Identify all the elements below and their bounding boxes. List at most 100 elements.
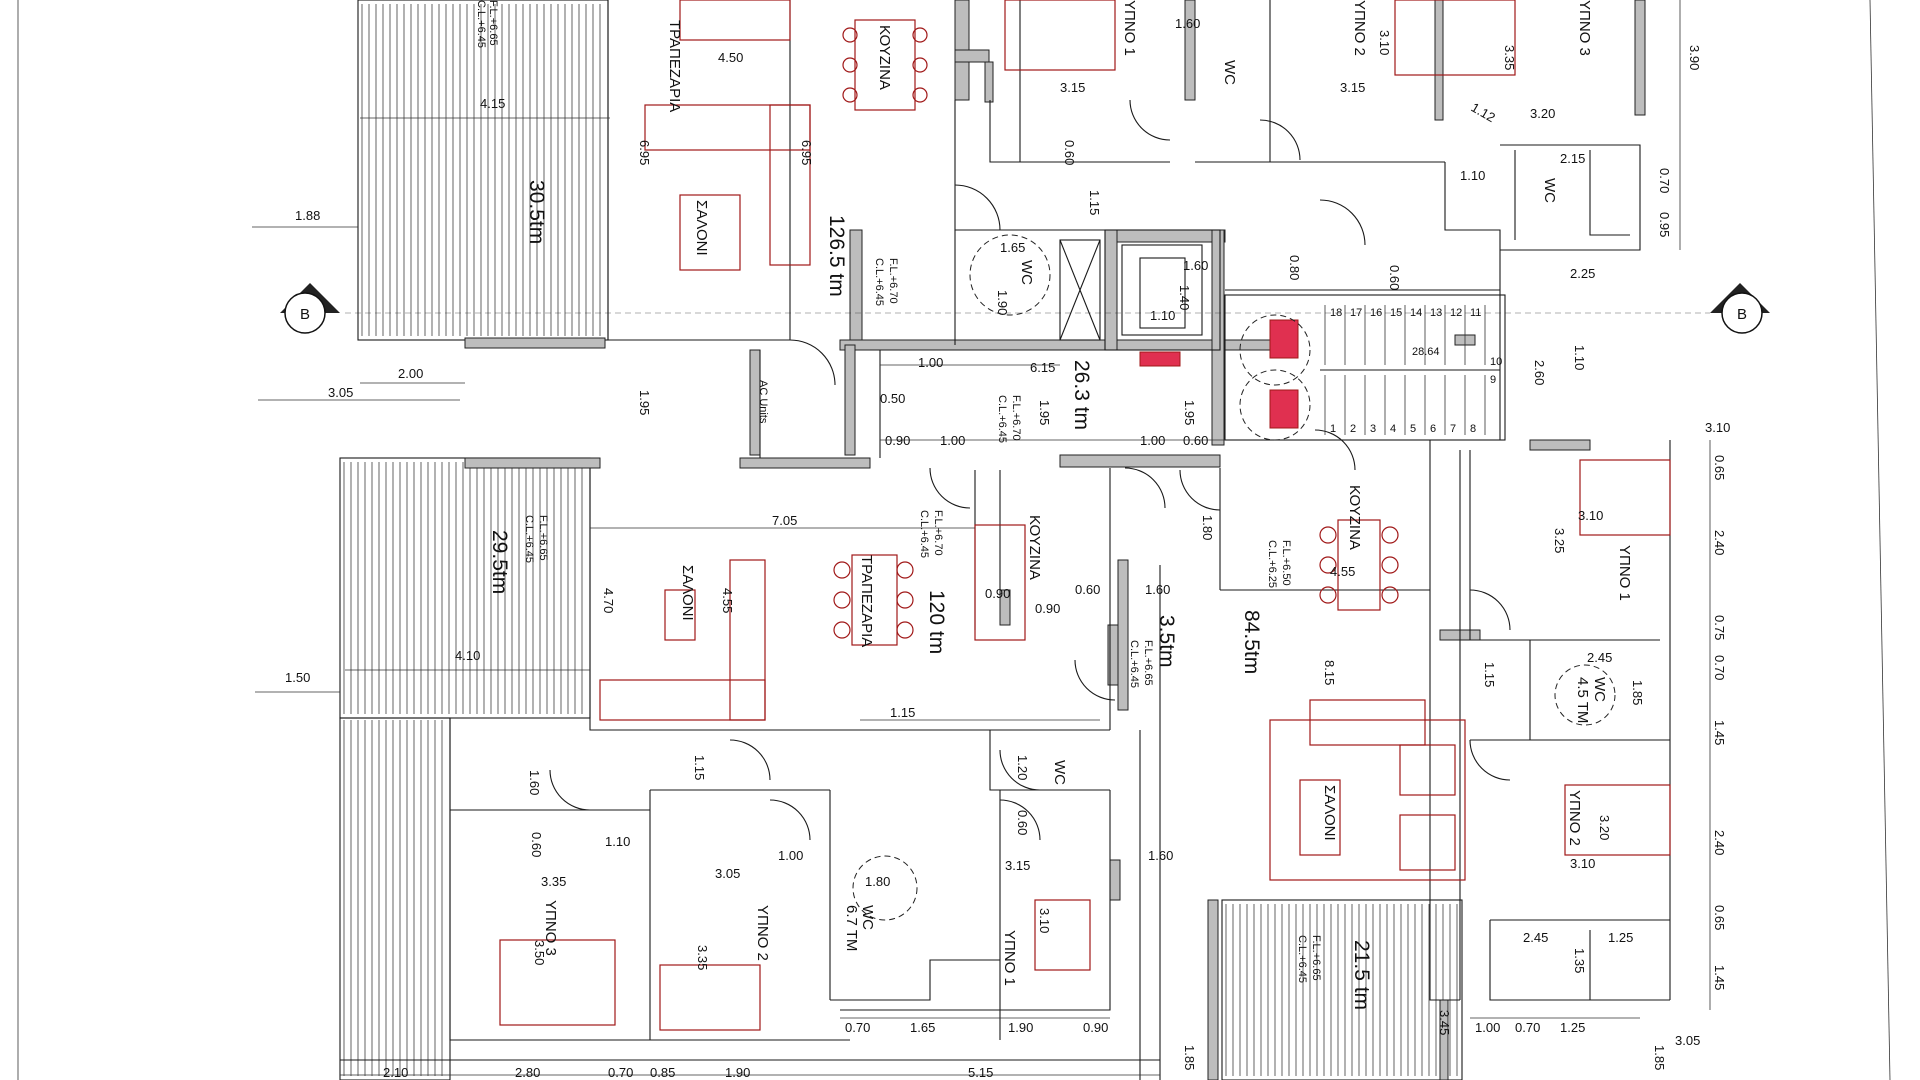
room-label-kitchen-mid: ΚΟΥΖΙΝΑ (1026, 515, 1043, 580)
dimension-label: 0.60 (1183, 433, 1208, 448)
stair-number: 1 (1330, 423, 1336, 435)
room-label-dining-mid: ΤΡΑΠΕΖΑΡΙΑ (858, 555, 875, 647)
dimension-label: 1.00 (1140, 433, 1165, 448)
dimension-label: 0.90 (885, 433, 910, 448)
dimension-label: 1.80 (1200, 515, 1215, 540)
dimension-label: 1.10 (1460, 168, 1485, 183)
stair-number: 5 (1410, 423, 1416, 435)
dimension-label: 1.88 (295, 208, 320, 223)
stair-number: 14 (1410, 307, 1422, 319)
dimension-label: 2.80 (515, 1065, 540, 1080)
dimension-label: 1.90 (995, 290, 1010, 315)
dimension-label: 3.10 (1570, 856, 1595, 871)
area-label-apt-right: 84.5tm (1240, 610, 1263, 674)
stair-number: 2 (1350, 423, 1356, 435)
dimension-label: 1.25 (1608, 930, 1633, 945)
area-label-small-room: 3.5tm (1155, 615, 1178, 668)
dimension-label: 0.70 (1657, 168, 1672, 193)
dimension-labels: 4.15 4.50 1.88 2.00 3.05 1.95 0.50 0.90 … (285, 16, 1730, 1080)
walls (464, 0, 1646, 1080)
dimension-label: 3.20 (1530, 106, 1555, 121)
dimension-label: 1.20 (1015, 755, 1030, 780)
dimension-label: 2.60 (1532, 360, 1547, 385)
dimension-label: 7.05 (772, 513, 797, 528)
dimension-label: 28.64 (1412, 346, 1440, 358)
room-label-wc-top-right: WC (1541, 178, 1558, 203)
dimension-label: 3.15 (1340, 80, 1365, 95)
room-label-kitchen-top: ΚΟΥΖΙΝΑ (876, 25, 893, 90)
dimension-label: 4.15 (480, 96, 505, 111)
dimension-label: 1.90 (725, 1065, 750, 1080)
room-label-wc-area-bottom: 6.7 TM (843, 905, 860, 951)
dimension-label: 1.00 (940, 433, 965, 448)
veranda-top-left (357, 0, 609, 341)
room-label-bedroom1-right: ΥΠΝΟ 1 (1616, 545, 1633, 601)
dimension-label: 1.00 (1475, 1020, 1500, 1035)
level-ceiling: C.L.+6.45 (475, 0, 487, 48)
dimension-label: 4.70 (601, 588, 616, 613)
dimension-label: 0.90 (985, 586, 1010, 601)
dimension-label: 1.00 (778, 848, 803, 863)
stair-number: 10 (1490, 356, 1502, 368)
dimension-label: 0.75 (1712, 615, 1727, 640)
dimension-label: 0.60 (1062, 140, 1077, 165)
dimension-label: 1.60 (1145, 582, 1170, 597)
dimension-label: 3.05 (715, 866, 740, 881)
section-marker-right: B (1710, 283, 1770, 334)
level-ceiling: C.L.+6.45 (996, 395, 1008, 443)
stair-number: 8 (1470, 423, 1476, 435)
level-floor: F.L.+6.70 (887, 258, 899, 304)
room-label-bedroom2-right: ΥΠΝΟ 2 (1566, 790, 1583, 846)
level-floor: F.L.+6.65 (1142, 640, 1154, 686)
section-marker-label: B (300, 306, 310, 323)
dimension-label: 1.65 (1000, 240, 1025, 255)
dimension-label: 2.00 (398, 366, 423, 381)
dimension-label: 2.15 (1560, 151, 1585, 166)
dimension-label: 1.60 (1183, 258, 1208, 273)
elevator-core (1059, 229, 1221, 367)
dimension-label: 1.10 (1150, 308, 1175, 323)
grid-line (1869, 0, 1891, 1080)
dimension-label: 2.45 (1523, 930, 1548, 945)
dimension-label: 1.90 (1008, 1020, 1033, 1035)
stair-number: 3 (1370, 423, 1376, 435)
dimension-label: 2.25 (1570, 266, 1595, 281)
level-ceiling: C.L.+6.45 (523, 515, 535, 563)
stair-number: 11 (1470, 307, 1481, 319)
dimension-label: 1.65 (910, 1020, 935, 1035)
veranda-bottom-right (1221, 899, 1463, 1080)
dimension-label: 2.45 (1587, 650, 1612, 665)
dimension-label: 0.60 (529, 832, 544, 857)
dimension-lines (252, 0, 1711, 1076)
dimension-label: 3.35 (1502, 45, 1517, 70)
dimension-label: 4.10 (455, 648, 480, 663)
dimension-label: 2.10 (383, 1065, 408, 1080)
room-label-wc-core: WC (1018, 260, 1035, 285)
level-floor: F.L.+6.50 (1280, 540, 1292, 586)
dimension-label: 3.15 (1060, 80, 1085, 95)
room-label-dining-top: ΤΡΑΠΕΖΑΡΙΑ (666, 20, 683, 112)
dimension-label: 3.05 (1675, 1033, 1700, 1048)
stair-number: 7 (1450, 423, 1456, 435)
dimension-label: 1.15 (1482, 662, 1497, 687)
stair-number: 12 (1450, 307, 1462, 319)
dimension-label: 4.55 (1330, 564, 1355, 579)
level-ceiling: C.L.+6.45 (873, 258, 885, 306)
dimension-label: 1.25 (1560, 1020, 1585, 1035)
area-label-veranda-top: 30.5tm (525, 180, 548, 244)
dimension-label: 0.50 (880, 391, 905, 406)
dimension-label: 0.65 (1712, 905, 1727, 930)
room-label-kitchen-right: ΚΟΥΖΙΝΑ (1346, 485, 1363, 550)
staircase (1224, 294, 1506, 441)
room-label-wc-bottom: WC (859, 905, 876, 930)
dimension-label: 3.15 (1005, 858, 1030, 873)
dimension-label: 0.95 (1657, 212, 1672, 237)
dimension-label: 1.45 (1712, 965, 1727, 990)
dimension-label: 6.95 (799, 140, 814, 165)
area-label-corridor: 26.3 tm (1070, 360, 1093, 430)
dimension-label: 6.95 (637, 140, 652, 165)
level-ceiling: C.L.+6.45 (1296, 935, 1308, 983)
area-label-apt-mid-left: 120 tm (925, 590, 948, 654)
dimension-label: 1.12 (1469, 100, 1498, 126)
